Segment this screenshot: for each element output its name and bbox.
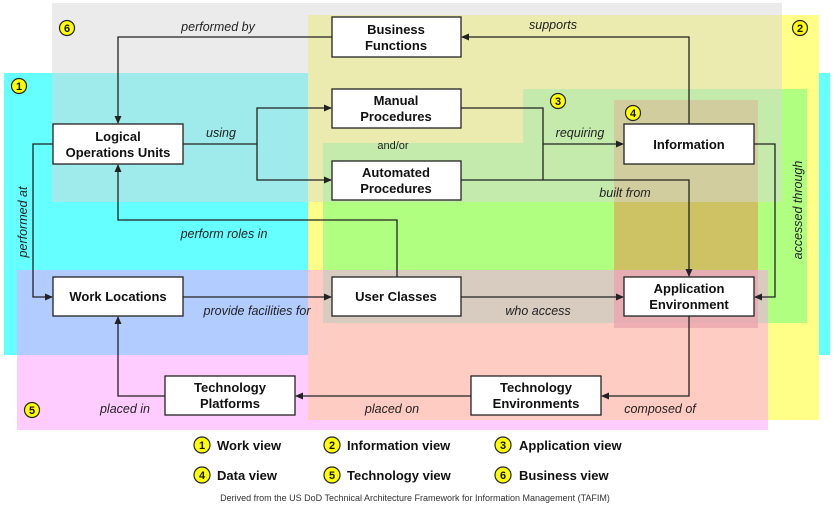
svg-text:2: 2 [329, 440, 335, 452]
legend-item-business-view: 6 Business view [494, 466, 609, 484]
legend-item-technology-view: 5 Technology view [323, 466, 452, 484]
legend-item-application-view: 3 Application view [494, 436, 622, 454]
svg-text:3: 3 [500, 440, 506, 452]
edge-built-from [461, 179, 693, 277]
footer-attribution: Derived from the US DoD Technical Archit… [220, 493, 610, 503]
label-supports: supports [529, 18, 577, 32]
node-label: Procedures [360, 181, 432, 196]
node-information: Information [623, 123, 755, 165]
svg-text:Data view: Data view [217, 468, 278, 483]
node-automated-procedures: Automated Procedures [331, 160, 462, 201]
svg-text:Information view: Information view [347, 438, 451, 453]
label-placed-on: placed on [364, 402, 419, 416]
node-technology-environments: Technology Environments [470, 375, 602, 416]
node-label: User Classes [355, 289, 437, 304]
node-label: Environments [493, 396, 580, 411]
badge-application-view: 3 [549, 92, 567, 110]
label-perform-roles-in: perform roles in [180, 227, 268, 241]
node-logical-operations-units: Logical Operations Units [52, 123, 184, 165]
badge-work-view: 1 [10, 77, 28, 95]
badge-business-view: 6 [58, 19, 76, 37]
node-label: Functions [365, 38, 427, 53]
label-composed-of: composed of [624, 402, 697, 416]
legend: 1 Work view 2 Information view 3 Applicatio… [193, 436, 622, 484]
edge-manual-requiring [461, 107, 544, 180]
node-manual-procedures: Manual Procedures [331, 88, 462, 129]
label-placed-in: placed in [99, 402, 150, 416]
label-performed-by: performed by [180, 20, 255, 34]
label-who-access: who access [505, 304, 570, 318]
node-label: Platforms [200, 396, 260, 411]
edge-composed-of [601, 316, 690, 400]
node-label: Logical [95, 129, 141, 144]
badge-technology-view: 5 [23, 401, 41, 419]
node-label: Work Locations [69, 289, 166, 304]
edge-placed-in [114, 316, 165, 397]
svg-text:3: 3 [555, 96, 561, 108]
legend-item-data-view: 4 Data view [193, 466, 278, 484]
label-performed-at: performed at [16, 186, 30, 258]
badge-data-view: 4 [624, 104, 642, 122]
node-label: Technology [500, 380, 573, 395]
svg-text:6: 6 [500, 470, 506, 482]
edge-using-automated [256, 144, 332, 184]
legend-item-work-view: 1 Work view [193, 436, 282, 454]
node-label: Application [654, 281, 725, 296]
edge-performed-by [114, 36, 332, 124]
svg-text:4: 4 [630, 108, 637, 120]
svg-text:1: 1 [16, 81, 22, 93]
legend-item-information-view: 2 Information view [323, 436, 451, 454]
svg-text:1: 1 [199, 440, 205, 452]
svg-text:5: 5 [329, 470, 335, 482]
svg-text:2: 2 [797, 23, 803, 35]
svg-text:4: 4 [199, 470, 206, 482]
node-label: Automated [362, 165, 430, 180]
node-label: Business [367, 22, 425, 37]
node-work-locations: Work Locations [52, 276, 184, 317]
node-label: Information [653, 137, 725, 152]
badge-information-view: 2 [791, 19, 809, 37]
label-accessed-through: accessed through [791, 161, 805, 260]
edge-perform-roles-in [114, 164, 398, 277]
svg-text:Business view: Business view [519, 468, 609, 483]
svg-text:6: 6 [64, 23, 70, 35]
edge-using-manual [256, 104, 332, 144]
svg-text:Application view: Application view [519, 438, 622, 453]
node-application-environment: Application Environment [623, 276, 755, 317]
node-business-functions: Business Functions [331, 16, 462, 58]
label-using: using [206, 126, 236, 140]
node-label: Procedures [360, 109, 432, 124]
label-built-from: built from [599, 186, 650, 200]
node-label: Environment [649, 297, 729, 312]
node-technology-platforms: Technology Platforms [164, 375, 296, 416]
node-label: Manual [374, 93, 419, 108]
svg-text:Work view: Work view [217, 438, 282, 453]
svg-text:Technology view: Technology view [347, 468, 452, 483]
node-label: Technology [194, 380, 267, 395]
svg-text:5: 5 [29, 405, 35, 417]
node-label: Operations Units [66, 145, 171, 160]
label-and-or: and/or [377, 140, 409, 152]
label-requiring: requiring [556, 126, 605, 140]
edge-performed-at [32, 143, 53, 301]
edge-supports [461, 33, 690, 124]
edge-accessed-through [754, 143, 776, 301]
node-user-classes: User Classes [331, 276, 462, 317]
label-provide-facilities-for: provide facilities for [203, 304, 312, 318]
